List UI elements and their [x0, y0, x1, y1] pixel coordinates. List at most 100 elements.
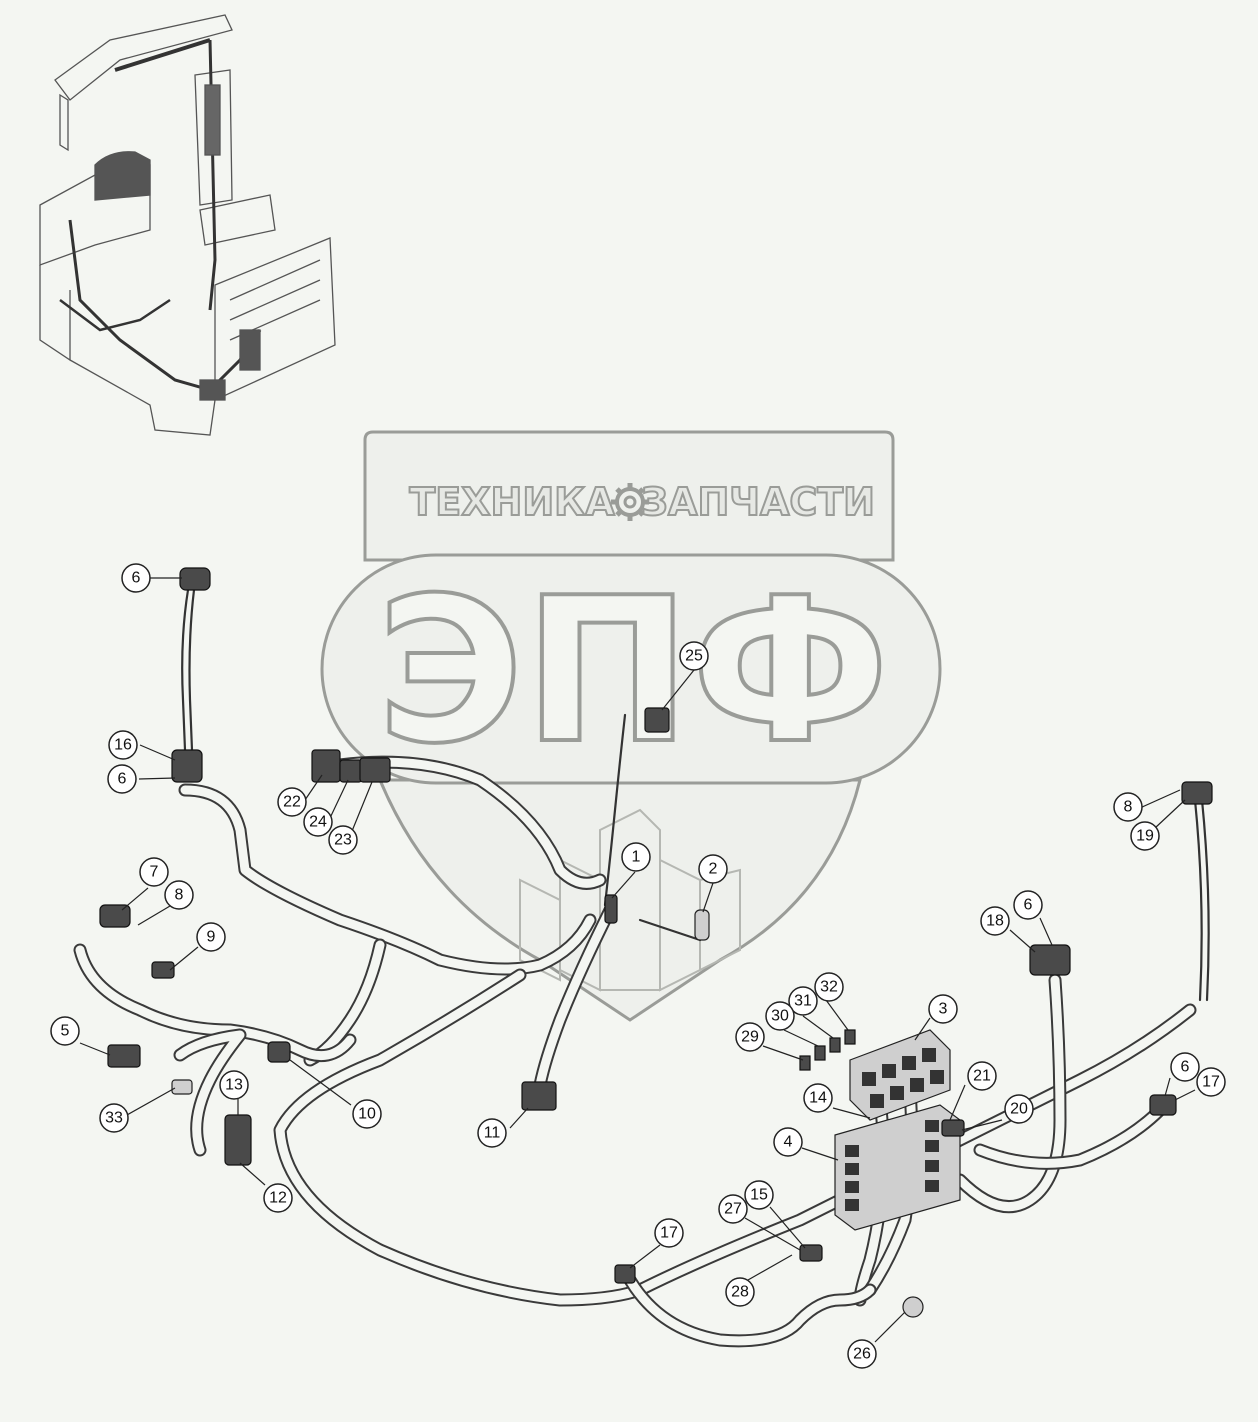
- callout-c21: 21: [967, 1061, 997, 1091]
- connector-5: [107, 1044, 141, 1068]
- callout-label: 18: [986, 913, 1004, 930]
- grommet-26: [902, 1296, 924, 1318]
- callout-label: 23: [334, 832, 352, 849]
- callout-c10: 10: [352, 1099, 382, 1129]
- callout-label: 20: [1010, 1101, 1028, 1118]
- callout-label: 6: [1024, 897, 1033, 914]
- connector-11: [521, 1081, 557, 1111]
- callout-label: 15: [750, 1187, 768, 1204]
- connector-1: [604, 894, 618, 924]
- callout-c4: 4: [773, 1127, 803, 1157]
- watermark-text-right: ЗАПЧАСТИ: [641, 480, 875, 524]
- watermark-logo: ТЕХНИКА ЗАПЧАСТИ ЭПФ: [320, 430, 942, 1022]
- callout-label: 7: [150, 864, 159, 881]
- callout-label: 29: [741, 1029, 759, 1046]
- connector-block-22-24-23: [311, 749, 391, 783]
- callout-c28: 28: [725, 1277, 755, 1307]
- cab-overview-inset: [39, 14, 336, 436]
- connector-9: [151, 961, 175, 979]
- callout-c20: 20: [1004, 1094, 1034, 1124]
- callout-circle: [744, 1180, 774, 1210]
- callout-label: 4: [784, 1134, 793, 1151]
- watermark-wheat-graphic: [519, 808, 741, 992]
- sensor-25: [644, 707, 670, 733]
- callout-circle: [1170, 1052, 1200, 1082]
- callout-label: 26: [853, 1346, 871, 1363]
- callout-label: 1: [632, 849, 641, 866]
- callout-layer: 6166222423251278953313121011819186323130…: [50, 563, 1226, 1369]
- callout-c3: 3: [928, 994, 958, 1024]
- callout-c33: 33: [99, 1103, 129, 1133]
- callout-label: 17: [660, 1225, 678, 1242]
- callout-circle: [803, 1083, 833, 1113]
- callout-circle: [263, 1183, 293, 1213]
- callout-label: 21: [973, 1068, 991, 1085]
- callout-circle: [139, 857, 169, 887]
- watermark-logo-text: ЭПФ: [377, 555, 890, 788]
- callout-circle: [164, 880, 194, 910]
- watermark-text-left: ТЕХНИКА: [409, 480, 615, 524]
- callout-circle: [121, 563, 151, 593]
- callout-label: 8: [175, 887, 184, 904]
- fuse-block-4: [834, 1104, 961, 1231]
- callout-c26: 26: [847, 1339, 877, 1369]
- callout-label: 12: [269, 1190, 287, 1207]
- callout-circle: [847, 1339, 877, 1369]
- connector-6-top: [179, 567, 211, 591]
- callout-circle: [654, 1218, 684, 1248]
- clip-33: [171, 1079, 193, 1095]
- callout-circle: [1113, 792, 1143, 822]
- callout-circle: [928, 994, 958, 1024]
- callout-c31: 31: [788, 986, 818, 1016]
- callout-label: 27: [724, 1201, 742, 1218]
- callout-circle: [1013, 890, 1043, 920]
- connector-10: [267, 1041, 291, 1063]
- callout-circle: [980, 906, 1010, 936]
- callout-circle: [773, 1127, 803, 1157]
- gear-icon: [611, 483, 649, 521]
- callout-label: 28: [731, 1284, 749, 1301]
- callout-circle: [679, 641, 709, 671]
- callout-c5: 5: [50, 1016, 80, 1046]
- fuse-clips-29-32: [799, 1029, 856, 1071]
- callout-c22: 22: [277, 787, 307, 817]
- callout-label: 14: [809, 1090, 827, 1107]
- callout-label: 5: [61, 1023, 70, 1040]
- callout-circle: [196, 922, 226, 952]
- callout-c23: 23: [328, 825, 358, 855]
- callout-c32: 32: [814, 972, 844, 1002]
- callout-circle: [1130, 821, 1160, 851]
- callout-c30: 30: [765, 1001, 795, 1031]
- connector-6-17: [1149, 1094, 1177, 1116]
- callout-label: 10: [358, 1106, 376, 1123]
- switch-2: [694, 909, 710, 941]
- callout-label: 13: [225, 1077, 243, 1094]
- callout-circle: [477, 1118, 507, 1148]
- connector-21-20: [941, 1119, 965, 1137]
- callout-c11: 11: [477, 1118, 507, 1148]
- callout-circle: [352, 1099, 382, 1129]
- callout-c8b: 8: [1113, 792, 1143, 822]
- callout-label: 25: [685, 648, 703, 665]
- callout-circle: [303, 807, 333, 837]
- leader-lines: [79, 577, 1196, 1343]
- connector-16: [171, 749, 203, 783]
- callout-label: 19: [1136, 828, 1154, 845]
- callout-circle: [1196, 1067, 1226, 1097]
- connector-8-19: [1181, 781, 1213, 805]
- connector-13-12: [224, 1114, 252, 1166]
- callout-label: 30: [771, 1008, 789, 1025]
- callout-c6d: 6: [1170, 1052, 1200, 1082]
- callout-circle: [788, 986, 818, 1016]
- callout-c17a: 17: [1196, 1067, 1226, 1097]
- callout-c18: 18: [980, 906, 1010, 936]
- callout-label: 24: [309, 814, 327, 831]
- callout-label: 22: [283, 794, 301, 811]
- callout-circle: [735, 1022, 765, 1052]
- callout-label: 6: [132, 570, 141, 587]
- connector-18-6: [1029, 944, 1071, 976]
- callout-c29: 29: [735, 1022, 765, 1052]
- main-harness: [73, 755, 1197, 1348]
- callout-c25: 25: [679, 641, 709, 671]
